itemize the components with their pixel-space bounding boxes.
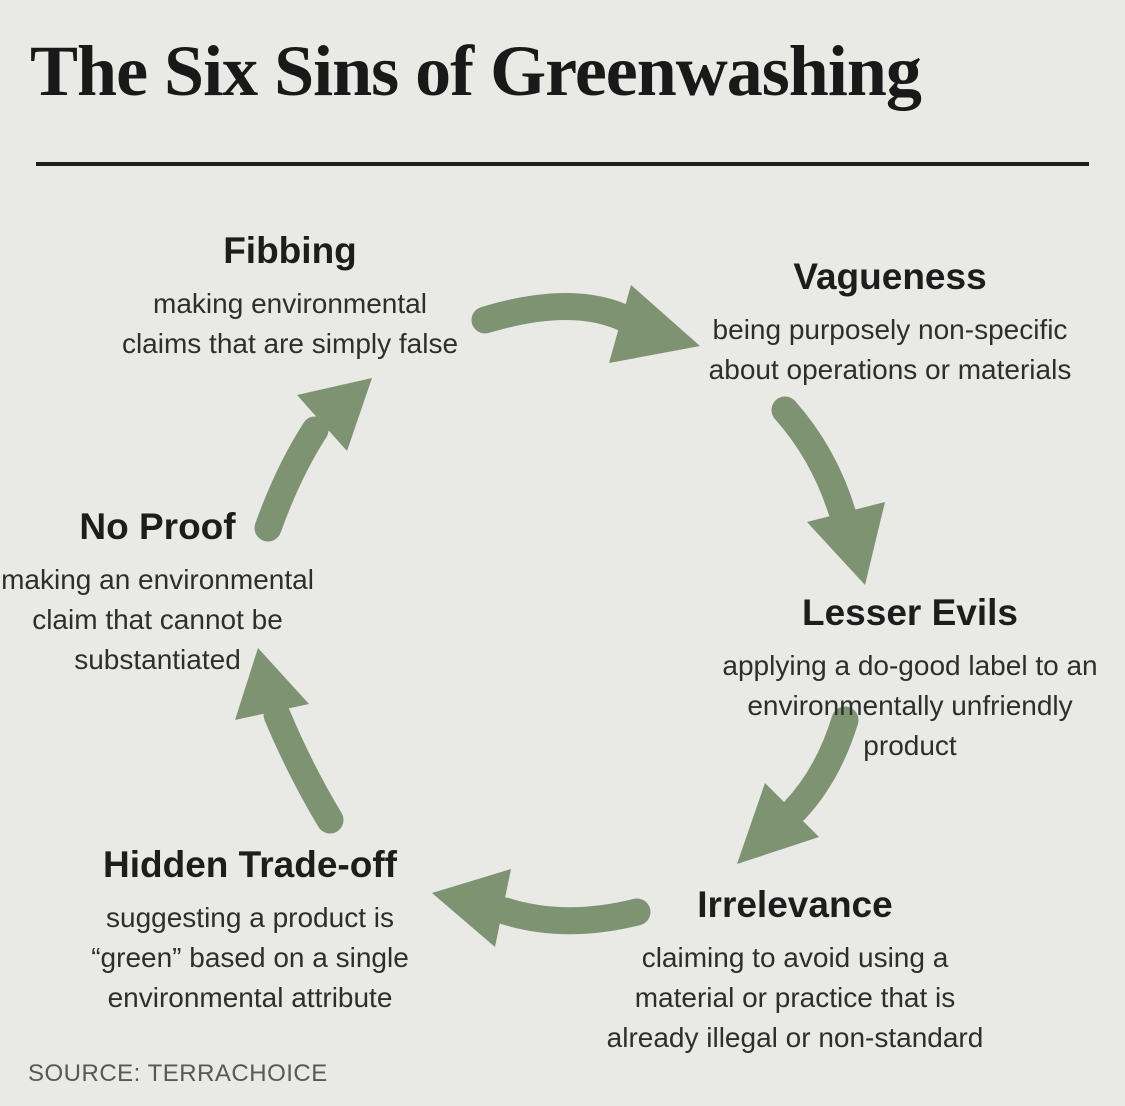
- sin-description-line: environmental attribute: [107, 982, 393, 1013]
- sin-fibbing-description: making environmental claims that are sim…: [90, 284, 490, 364]
- sin-irrelevance: Irrelevance claiming to avoid using a ma…: [595, 884, 995, 1058]
- arrow-fibbing-to-vagueness: [471, 285, 700, 363]
- sin-description-line: material or practice that is: [634, 982, 956, 1013]
- sin-irrelevance-description: claiming to avoid using a material or pr…: [595, 938, 995, 1058]
- sin-hidden-tradeoff-description: suggesting a product is “green” based on…: [40, 898, 460, 1018]
- sin-no-proof-description: making an environmental claim that canno…: [0, 560, 315, 680]
- sin-vagueness-description: being purposely non-specific about opera…: [690, 310, 1090, 390]
- sin-hidden-tradeoff: Hidden Trade-off suggesting a product is…: [40, 844, 460, 1018]
- source-attribution: SOURCE: TERRACHOICE: [28, 1060, 328, 1087]
- arrow-vagueness-to-lesser-evils: [771, 396, 885, 585]
- sin-description-line: already illegal or non-standard: [606, 1022, 984, 1053]
- sin-description-line: making an environmental: [1, 564, 314, 595]
- sin-irrelevance-title: Irrelevance: [697, 884, 893, 925]
- sin-description-line: claim that cannot be: [32, 604, 283, 635]
- title-divider: [36, 162, 1089, 166]
- sin-no-proof-title: No Proof: [79, 506, 236, 547]
- sin-vagueness: Vagueness being purposely non-specific a…: [690, 256, 1090, 390]
- sin-description-line: suggesting a product is: [106, 902, 394, 933]
- sin-lesser-evils-description: applying a do-good label to an environme…: [700, 646, 1120, 766]
- sin-description-line: being purposely non-specific: [712, 314, 1068, 345]
- sin-description-line: claims that are simply false: [121, 328, 459, 359]
- sin-description-line: applying a do-good label to an: [722, 650, 1098, 681]
- sin-description-line: making environmental: [153, 288, 427, 319]
- sin-lesser-evils-title: Lesser Evils: [802, 592, 1018, 633]
- sin-hidden-tradeoff-title: Hidden Trade-off: [103, 844, 397, 885]
- sin-description-line: substantiated: [74, 644, 241, 675]
- sin-description-line: about operations or materials: [708, 354, 1072, 385]
- sin-description-line: claiming to avoid using a: [641, 942, 949, 973]
- sin-vagueness-title: Vagueness: [793, 256, 987, 297]
- page-title: The Six Sins of Greenwashing: [30, 31, 922, 111]
- sin-description-line: environmentally unfriendly product: [747, 690, 1073, 761]
- sin-fibbing: Fibbing making environmental claims that…: [90, 230, 490, 364]
- sin-no-proof: No Proof making an environmental claim t…: [0, 506, 315, 680]
- sin-fibbing-title: Fibbing: [223, 230, 357, 271]
- sin-description-line: “green” based on a single: [91, 942, 409, 973]
- sin-lesser-evils: Lesser Evils applying a do-good label to…: [700, 592, 1120, 766]
